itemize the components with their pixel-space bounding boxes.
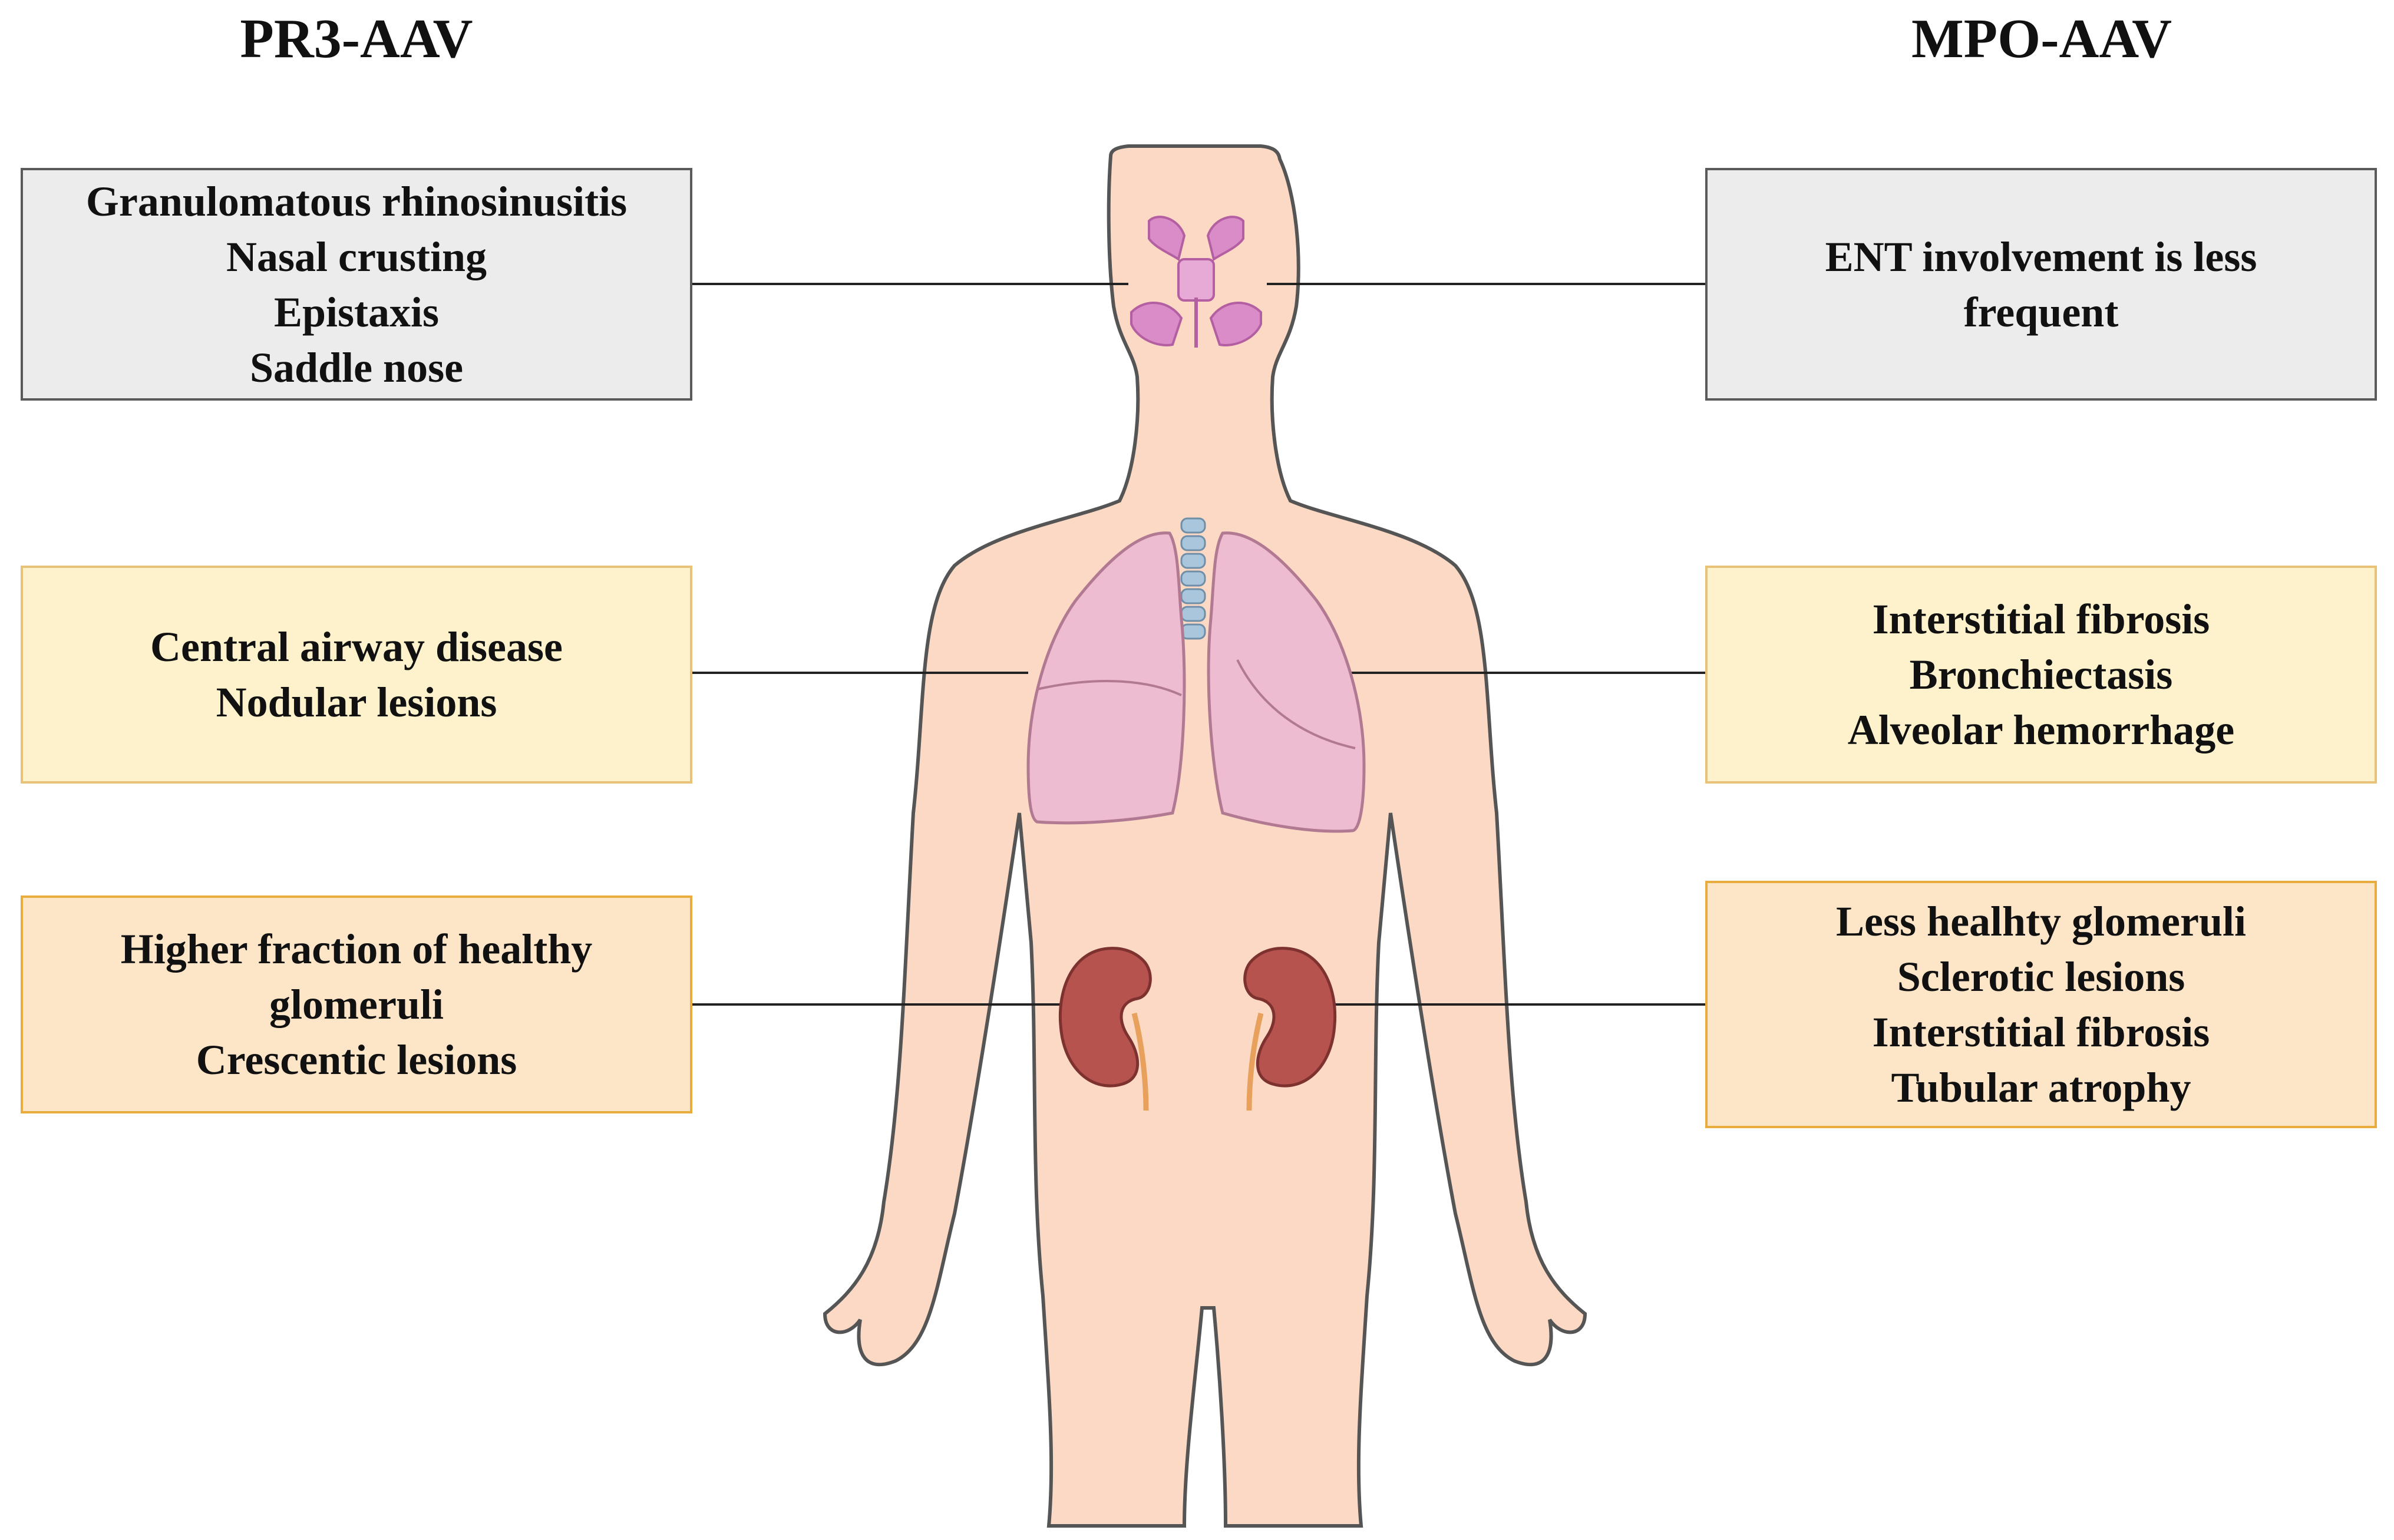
pr3-kidney-line: glomeruli [269, 981, 444, 1028]
mpo-ent-line: frequent [1963, 288, 2119, 336]
pr3-kidney-box: Higher fraction of healthy glomeruli Cre… [21, 895, 692, 1113]
mpo-aav-heading: MPO-AAV [1911, 8, 2172, 70]
pr3-lung-box: Central airway disease Nodular lesions [21, 566, 692, 784]
left-lung-fissure [1036, 680, 1182, 696]
trachea-illustration [1180, 517, 1206, 640]
mpo-kidney-line: Sclerotic lesions [1897, 953, 2185, 1000]
pr3-ent-line: Epistaxis [273, 288, 440, 336]
right-lung-illustration [1207, 531, 1366, 833]
mpo-kidney-line: Less healhty glomeruli [1836, 898, 2246, 945]
pr3-ent-line: Saddle nose [249, 343, 464, 391]
mpo-lung-line: Bronchiectasis [1909, 651, 2173, 698]
pr3-kidney-line: Higher fraction of healthy [120, 926, 593, 973]
right-kidney-illustration [1243, 947, 1337, 1088]
pr3-lung-line: Central airway disease [150, 623, 563, 670]
pr3-ent-box: Granulomatous rhinosinusitis Nasal crust… [21, 168, 692, 401]
pr3-aav-heading: PR3-AAV [240, 8, 473, 70]
mpo-kidney-box: Less healhty glomeruli Sclerotic lesions… [1705, 881, 2377, 1128]
mpo-lung-line: Alveolar hemorrhage [1847, 706, 2235, 754]
pr3-ent-line: Nasal crusting [226, 233, 487, 280]
left-lung-illustration [1026, 531, 1186, 825]
right-lung-fissure [1236, 659, 1356, 749]
mpo-lung-box: Interstitial fibrosis Bronchiectasis Alv… [1705, 566, 2377, 784]
mpo-lung-line: Interstitial fibrosis [1872, 596, 2210, 643]
left-ureter-illustration [1131, 1012, 1149, 1111]
right-ureter-illustration [1246, 1012, 1264, 1111]
mpo-ent-line: ENT involvement is less [1825, 233, 2257, 280]
pr3-ent-line: Granulomatous rhinosinusitis [85, 177, 628, 225]
mpo-ent-box: ENT involvement is less frequent [1705, 168, 2377, 401]
human-body-silhouette [823, 144, 1587, 1528]
mpo-kidney-line: Tubular atrophy [1891, 1064, 2191, 1111]
left-kidney-illustration [1058, 947, 1152, 1088]
pr3-kidney-line: Crescentic lesions [196, 1036, 517, 1083]
pr3-lung-line: Nodular lesions [216, 679, 497, 726]
mpo-kidney-line: Interstitial fibrosis [1872, 1009, 2210, 1056]
sinus-illustration [1130, 216, 1262, 348]
